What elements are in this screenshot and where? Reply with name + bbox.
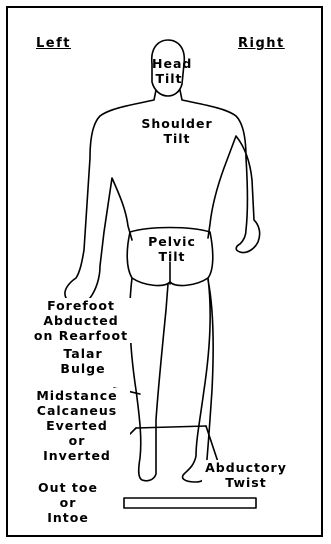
abductory-twist-line-2: Twist bbox=[203, 475, 289, 490]
midstance-line-3: Everted bbox=[25, 418, 129, 433]
pelvic-tilt-line-2: Tilt bbox=[140, 249, 204, 264]
floor-plank bbox=[124, 498, 256, 508]
midstance-line-1: Midstance bbox=[25, 388, 129, 403]
left-leg-outline bbox=[130, 278, 168, 481]
midstance-line-5: Inverted bbox=[25, 448, 129, 463]
forefoot-label: Forefoot Abducted on Rearfoot bbox=[30, 298, 132, 343]
forefoot-line-2: Abducted bbox=[31, 313, 131, 328]
head-tilt-label: Head Tilt bbox=[152, 56, 186, 86]
shoulder-tilt-line-1: Shoulder bbox=[132, 116, 222, 131]
out-toe-line-1: Out toe bbox=[28, 480, 108, 495]
midstance-pointer-2 bbox=[136, 426, 206, 428]
forefoot-line-1: Forefoot bbox=[31, 298, 131, 313]
head-tilt-line-1: Head bbox=[152, 56, 186, 71]
midstance-line-4: or bbox=[25, 433, 129, 448]
forefoot-line-3: on Rearfoot bbox=[31, 328, 131, 343]
right-leg-outline bbox=[183, 278, 214, 482]
talar-bulge-label: Talar Bulge bbox=[50, 346, 116, 376]
left-side-label: Left bbox=[36, 36, 71, 51]
out-toe-line-3: Intoe bbox=[28, 510, 108, 525]
abductory-twist-label: Abductory Twist bbox=[202, 460, 290, 490]
midstance-line-2: Calcaneus bbox=[25, 403, 129, 418]
out-toe-label: Out toe or Intoe bbox=[28, 480, 108, 525]
head-tilt-line-2: Tilt bbox=[152, 71, 186, 86]
pelvic-tilt-line-1: Pelvic bbox=[140, 234, 204, 249]
talar-bulge-line-1: Talar bbox=[51, 346, 115, 361]
right-side-label: Right bbox=[238, 36, 285, 51]
talar-bulge-line-2: Bulge bbox=[51, 361, 115, 376]
shoulder-tilt-label: Shoulder Tilt bbox=[132, 116, 222, 146]
shoulder-tilt-line-2: Tilt bbox=[132, 131, 222, 146]
out-toe-line-2: or bbox=[28, 495, 108, 510]
pelvic-tilt-label: Pelvic Tilt bbox=[140, 234, 204, 264]
abductory-twist-line-1: Abductory bbox=[203, 460, 289, 475]
midstance-label: Midstance Calcaneus Everted or Inverted bbox=[24, 388, 130, 463]
